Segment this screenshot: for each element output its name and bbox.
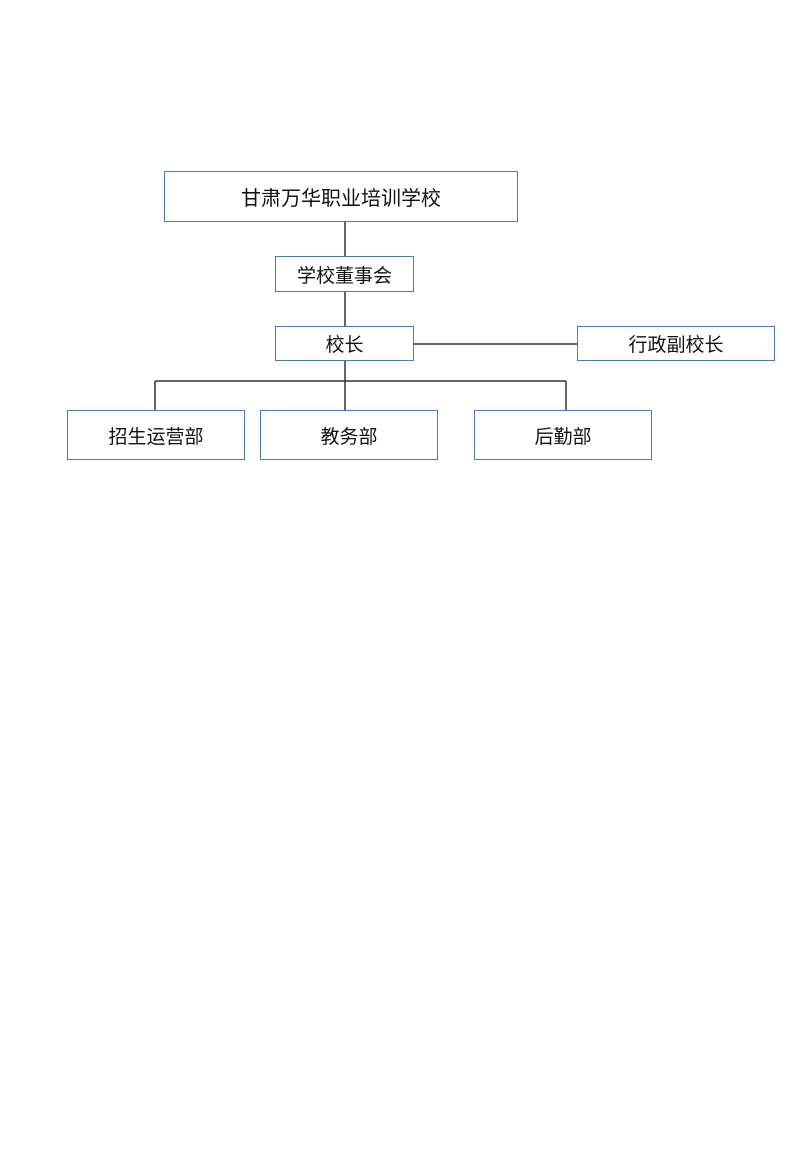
- node-department-academic-label: 教务部: [320, 425, 378, 448]
- node-department-enrollment-label: 招生运营部: [108, 425, 204, 448]
- node-school-root: 甘肃万华职业培训学校: [164, 171, 518, 222]
- node-department-enrollment: 招生运营部: [67, 410, 245, 460]
- node-school-board-label: 学校董事会: [296, 264, 392, 287]
- node-vice-principal-label: 行政副校长: [628, 334, 724, 356]
- node-school-root-label: 甘肃万华职业培训学校: [241, 186, 441, 210]
- node-vice-principal: 行政副校长: [577, 326, 775, 361]
- node-principal: 校长: [275, 326, 414, 361]
- node-department-academic: 教务部: [260, 410, 438, 460]
- node-school-board: 学校董事会: [275, 256, 414, 292]
- node-department-logistics-label: 后勤部: [534, 425, 592, 448]
- node-department-logistics: 后勤部: [474, 410, 652, 460]
- node-principal-label: 校长: [325, 334, 364, 356]
